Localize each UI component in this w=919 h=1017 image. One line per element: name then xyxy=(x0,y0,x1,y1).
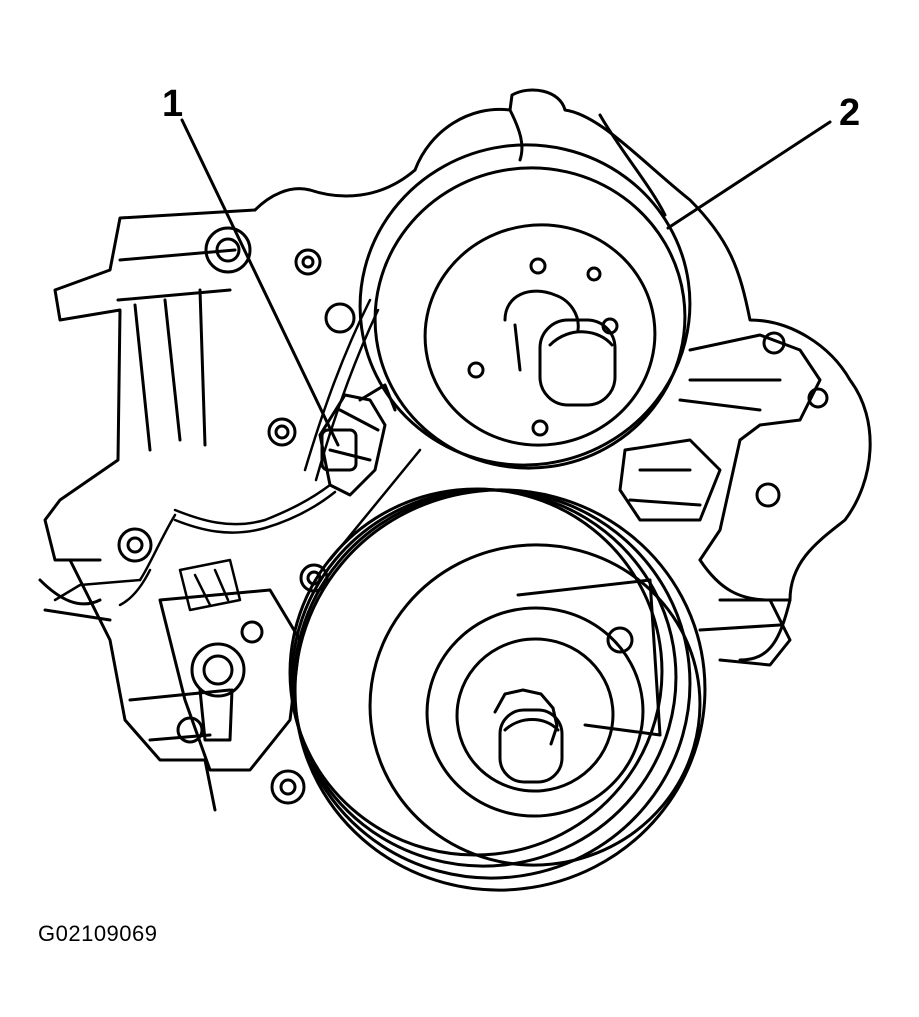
pump-housing xyxy=(618,333,822,667)
crankshaft-pulley xyxy=(288,487,707,892)
sensor-assembly xyxy=(318,383,397,497)
drive-belt xyxy=(303,298,422,562)
callout-label-1: 1 xyxy=(162,83,184,125)
lower-bracket xyxy=(158,588,302,772)
upper-pulley xyxy=(358,143,692,470)
callout-label-2: 2 xyxy=(839,92,861,134)
leader-line-2 xyxy=(666,120,832,230)
callout-leaders xyxy=(180,118,832,447)
block-bolts xyxy=(117,226,829,805)
leader-line-1 xyxy=(180,118,340,447)
figure-id: G02109069 xyxy=(38,921,158,946)
wiring-harness xyxy=(53,483,337,612)
